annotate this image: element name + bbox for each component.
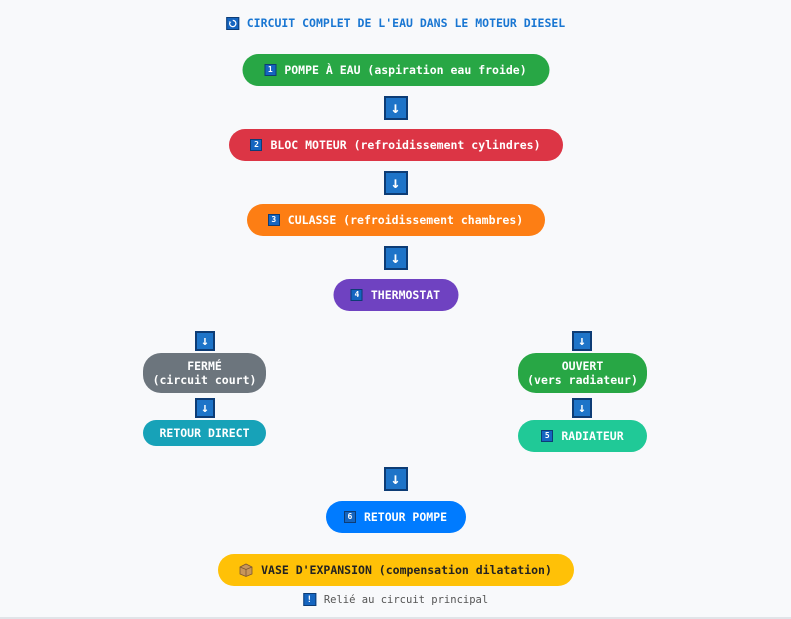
diagram-title: CIRCUIT COMPLET DE L'EAU DANS LE MOTEUR … — [225, 16, 566, 30]
closed-label: FERMÉ — [187, 359, 222, 373]
engine-block-node: 2 BLOC MOTEUR (refroidissement cylindres… — [228, 129, 563, 161]
down-arrow-icon: ↓ — [195, 331, 215, 351]
pump-node: 1 POMPE À EAU (aspiration eau froide) — [242, 54, 549, 86]
open-thermostat-node: OUVERT (vers radiateur) — [518, 353, 647, 393]
open-sublabel: (vers radiateur) — [527, 373, 638, 387]
info-icon: ! — [302, 593, 316, 606]
closed-thermostat-node: FERMÉ (circuit court) — [143, 353, 266, 393]
direct-return-label: RETOUR DIRECT — [159, 426, 250, 440]
return-pump-node: 6 RETOUR POMPE — [325, 501, 466, 533]
step-number-badge: 3 — [267, 214, 280, 226]
expansion-tank-label: VASE D'EXPANSION (compensation dilatatio… — [261, 563, 552, 577]
step-number-badge: 4 — [350, 289, 363, 301]
down-arrow-icon: ↓ — [383, 96, 408, 120]
step-number-badge: 5 — [541, 430, 554, 442]
thermostat-node: 4 THERMOSTAT — [333, 279, 458, 311]
step-number-badge: 1 — [264, 64, 277, 76]
down-arrow-icon: ↓ — [383, 467, 408, 491]
down-arrow-icon: ↓ — [572, 398, 592, 418]
down-arrow-icon: ↓ — [383, 246, 408, 270]
box-icon — [239, 563, 253, 577]
step-number-badge: 2 — [250, 139, 263, 151]
down-arrow-icon: ↓ — [195, 398, 215, 418]
direct-return-node: RETOUR DIRECT — [143, 420, 266, 446]
cylinder-head-node: 3 CULASSE (refroidissement chambres) — [246, 204, 545, 236]
connection-note-text: Relié au circuit principal — [323, 593, 489, 606]
radiator-label: RADIATEUR — [561, 429, 624, 443]
bottom-divider — [0, 617, 791, 619]
thermostat-label: THERMOSTAT — [370, 288, 441, 302]
pump-label: POMPE À EAU (aspiration eau froide) — [284, 63, 527, 77]
engine-block-label: BLOC MOTEUR (refroidissement cylindres) — [270, 138, 541, 152]
down-arrow-icon: ↓ — [383, 171, 408, 195]
cylinder-head-label: CULASSE (refroidissement chambres) — [287, 213, 524, 227]
cycle-icon — [225, 16, 239, 30]
down-arrow-icon: ↓ — [572, 331, 592, 351]
title-text: CIRCUIT COMPLET DE L'EAU DANS LE MOTEUR … — [246, 16, 566, 30]
radiator-node: 5 RADIATEUR — [518, 420, 647, 452]
step-number-badge: 6 — [343, 511, 356, 523]
closed-sublabel: (circuit court) — [152, 373, 257, 387]
expansion-tank-node: VASE D'EXPANSION (compensation dilatatio… — [217, 554, 574, 586]
return-pump-label: RETOUR POMPE — [363, 510, 448, 524]
connection-note: ! Relié au circuit principal — [302, 593, 489, 606]
open-label: OUVERT — [561, 359, 604, 373]
